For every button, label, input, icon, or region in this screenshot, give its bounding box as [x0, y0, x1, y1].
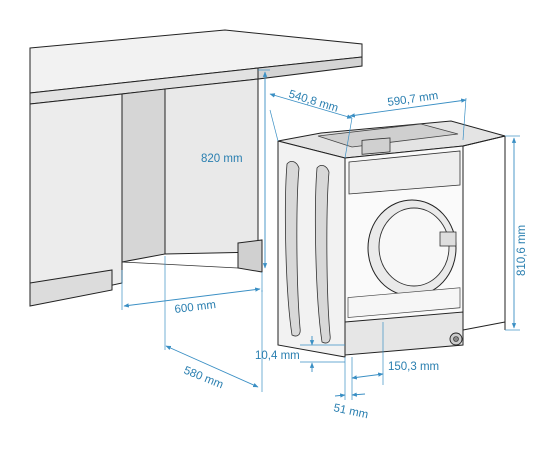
dim-line-foot-offset — [351, 372, 384, 380]
cabinet-plinth — [29, 269, 113, 307]
label-foot-offset: 150,3 mm — [388, 361, 439, 373]
dim-line-foot-inset — [334, 393, 346, 398]
cabinet-end-panel — [164, 78, 259, 255]
label-cabinet-depth: 580 mm — [182, 365, 225, 392]
dimension-lines — [121, 69, 520, 400]
worktop-side-edge — [257, 56, 363, 80]
machine-top-panel — [317, 123, 459, 148]
dim-line-machine-width — [349, 98, 467, 118]
dim-line-machine-depth — [269, 93, 353, 119]
base-recess — [347, 287, 461, 318]
control-panel — [348, 150, 461, 195]
label-foot-inset: 51 mm — [332, 402, 369, 421]
side-recess-right — [315, 164, 331, 344]
kitchen-cabinet — [29, 29, 363, 307]
door-glass — [378, 207, 450, 287]
label-cabinet-height: 820 mm — [201, 153, 243, 165]
cabinet-side-panel — [121, 88, 166, 263]
display-window — [361, 137, 391, 155]
door-handle — [439, 231, 457, 247]
dim-line-cabinet-depth — [165, 345, 259, 388]
washing-machine — [277, 120, 506, 358]
cabinet-plinth-end — [237, 239, 263, 273]
dim-line-cabinet-width — [123, 287, 261, 308]
label-machine-width: 590,7 mm — [387, 90, 439, 109]
side-recess-left — [285, 160, 301, 337]
label-machine-height: 810,6 mm — [516, 225, 528, 276]
label-cabinet-width: 600 mm — [174, 299, 217, 316]
label-foot-height: 10,4 mm — [255, 350, 300, 362]
foot-bolt — [453, 336, 459, 342]
machine-base — [344, 311, 464, 356]
label-machine-depth: 540,8 mm — [287, 88, 339, 114]
